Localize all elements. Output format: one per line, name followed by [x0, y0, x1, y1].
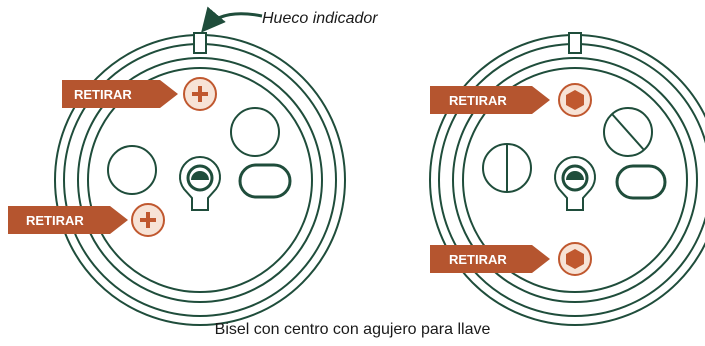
half-hole-left	[482, 143, 532, 193]
remove-label: RETIRAR	[26, 213, 84, 228]
remove-tag	[8, 206, 128, 234]
face-ring	[462, 67, 688, 293]
remove-tag	[430, 245, 550, 273]
inner-ring	[77, 57, 323, 303]
half-hole-right	[603, 107, 653, 157]
right-bezel	[429, 32, 705, 326]
face-ring	[87, 67, 313, 293]
mount-hole-left	[107, 145, 157, 195]
indicator-annotation: Hueco indicador	[262, 10, 378, 27]
indicator-notch	[568, 32, 582, 54]
left-bezel	[54, 32, 346, 326]
indicator-notch	[193, 32, 207, 54]
oval-slot	[615, 164, 667, 200]
mount-hole-right	[230, 107, 280, 157]
left-remove-bottom: RETIRAR	[8, 203, 165, 237]
keyhole-center	[179, 156, 221, 211]
inner-ring	[452, 57, 698, 303]
oval-slot	[238, 163, 292, 199]
remove-label: RETIRAR	[74, 87, 132, 102]
remove-label: RETIRAR	[449, 93, 507, 108]
indicator-arrow	[201, 6, 263, 33]
right-remove-top: RETIRAR	[430, 83, 592, 117]
left-remove-top: RETIRAR	[62, 77, 217, 111]
remove-label: RETIRAR	[449, 252, 507, 267]
remove-tag	[62, 80, 178, 108]
keyhole-center	[554, 156, 596, 211]
diagram-caption: Bisel con centro con agujero para llave	[214, 321, 491, 338]
right-remove-bottom: RETIRAR	[430, 242, 592, 276]
remove-tag	[430, 86, 550, 114]
